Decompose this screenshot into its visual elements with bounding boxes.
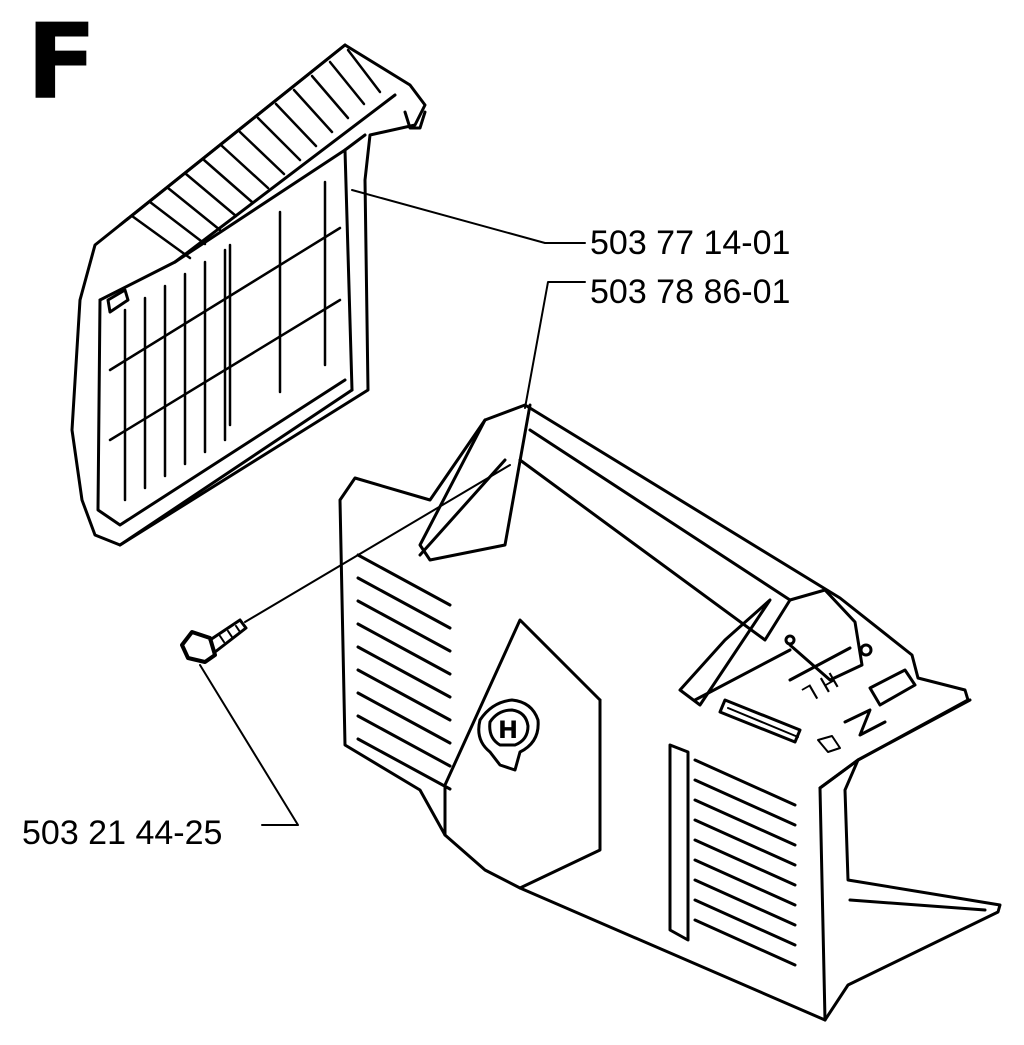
logo-badge: H [477,698,540,772]
part-number-grille: 503 77 14-01 [590,224,791,262]
air-filter-grille [70,43,427,547]
leader-line-screw [199,664,299,826]
leader-line-cover [524,281,586,409]
grille-ribs [130,48,382,260]
cylinder-cover: H L H [338,403,1002,1022]
leader-lines [199,189,586,826]
cover-side-vents [356,553,452,791]
leader-line-grille [351,189,586,244]
grille-slots [108,180,342,502]
screw [180,618,248,664]
section-letter: F [26,1,98,123]
cover-front-vents [668,743,797,967]
logo-mark: H [498,716,518,744]
part-number-screw: 503 21 44-25 [22,814,223,852]
leader-line-screw-axis [244,464,511,623]
part-number-cover: 503 78 86-01 [590,273,791,311]
